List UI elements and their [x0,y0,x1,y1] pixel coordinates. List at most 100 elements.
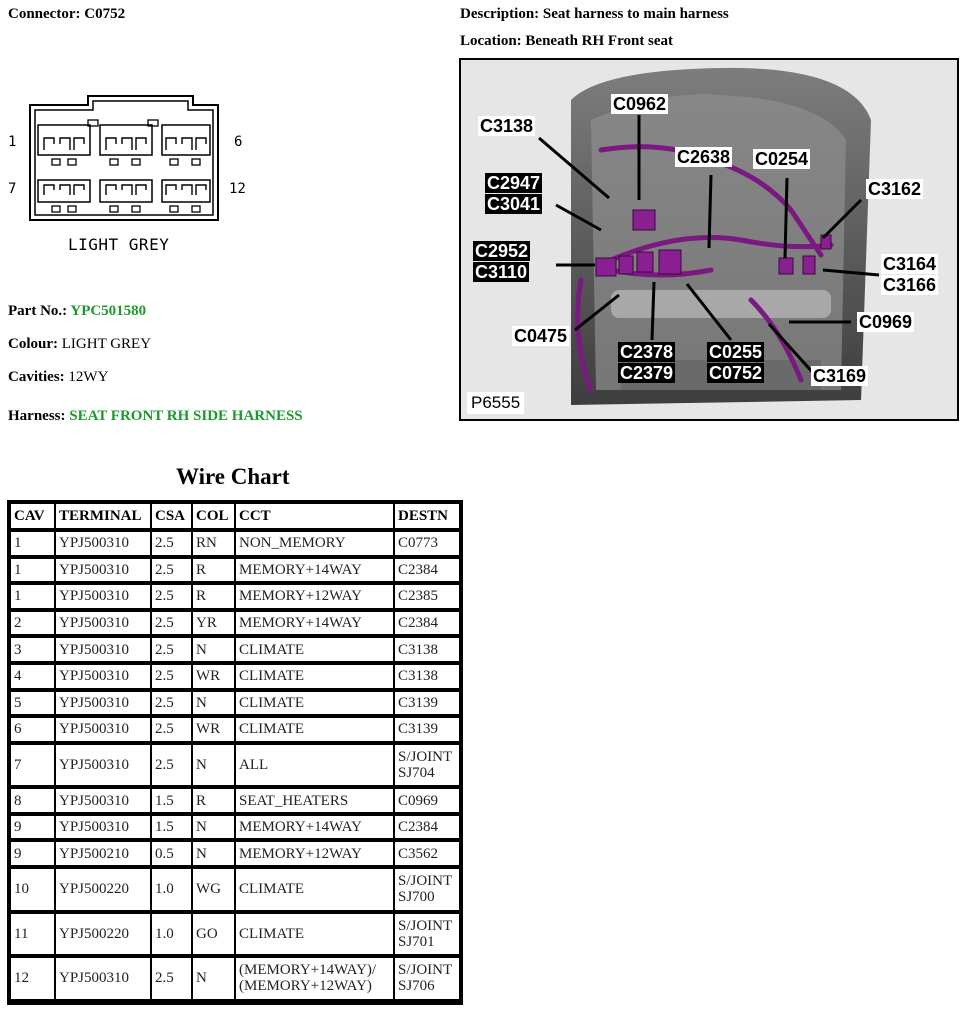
cell-cct: CLIMATE [235,637,394,664]
callout-c2638: C2638 [675,147,733,167]
description-line: Description: Seat harness to main harnes… [460,6,729,23]
cell-destn: S/JOINT SJ704 [394,743,460,789]
cell-cct: SEAT_HEATERS [235,788,394,815]
cell-cav: 9 [10,814,55,842]
cell-cav: 5 [10,690,55,718]
cell-cav: 9 [10,841,55,869]
callout-c0969: C0969 [857,312,915,332]
location-label: Location: [460,33,522,49]
callout-c0254: C0254 [753,149,811,169]
callout-c3138: C3138 [478,116,536,136]
cell-cct: MEMORY+12WAY [235,584,394,611]
cell-col: N [192,841,235,869]
cell-csa: 1.5 [151,814,192,842]
cell-destn: C0969 [394,788,460,815]
cell-cct: MEMORY+14WAY [235,610,394,638]
cell-cav: 7 [10,743,55,789]
cell-col: WG [192,868,235,913]
cell-cct: MEMORY+12WAY [235,841,394,869]
callout-c2379: C2379 [618,363,676,383]
callout-c3041: C3041 [485,194,543,214]
part-number-label: Part No.: [8,303,68,319]
cell-terminal: YPJ500310 [55,557,151,585]
cell-cav: 6 [10,717,55,744]
cell-destn: S/JOINT SJ701 [394,912,460,958]
cell-destn: C2384 [394,610,460,638]
wire-chart-header-row: CAV TERMINAL CSA COL CCT DESTN [10,503,460,531]
cell-col: WR [192,717,235,744]
cell-cav: 1 [10,584,55,611]
cell-cct: CLIMATE [235,912,394,958]
wire-chart-title: Wire Chart [176,464,290,489]
col-header-csa: CSA [151,503,192,531]
colour-line: Colour: LIGHT GREY [8,336,151,353]
col-header-cct: CCT [235,503,394,531]
cell-terminal: YPJ500310 [55,814,151,842]
connector-colour-caption: LIGHT GREY [68,235,169,254]
cell-destn: C3138 [394,637,460,664]
cell-destn: C3562 [394,841,460,869]
col-header-terminal: TERMINAL [55,503,151,531]
cell-cav: 12 [10,957,55,1002]
cell-cav: 1 [10,557,55,585]
colour-value: LIGHT GREY [61,336,152,352]
cell-col: YR [192,610,235,638]
callout-c3166: C3166 [881,275,939,295]
cell-csa: 1.0 [151,912,192,958]
cell-col: R [192,557,235,585]
cell-cav: 1 [10,531,55,558]
cell-csa: 2.5 [151,584,192,611]
cell-destn: S/JOINT SJ706 [394,957,460,1002]
cell-terminal: YPJ500310 [55,690,151,718]
harness-link[interactable]: SEAT FRONT RH SIDE HARNESS [69,408,303,424]
cell-csa: 2.5 [151,743,192,789]
pin-7-label: 7 [8,181,16,197]
cell-cct: MEMORY+14WAY [235,557,394,585]
cell-csa: 2.5 [151,531,192,558]
callout-c2952: C2952 [473,241,531,261]
cell-csa: 2.5 [151,610,192,638]
description-label: Description: [460,6,540,22]
cell-csa: 2.5 [151,690,192,718]
part-number-link[interactable]: YPC501580 [70,303,147,319]
cell-cav: 3 [10,637,55,664]
pin-6-label: 6 [234,134,242,150]
cell-cct: CLIMATE [235,663,394,691]
cell-terminal: YPJ500310 [55,637,151,664]
cell-cct: (MEMORY+14WAY)/ (MEMORY+12WAY) [235,957,394,1002]
seat-location-photo: C3138 C0962 C2638 C0254 C3162 C2947 C304… [459,58,959,421]
cell-csa: 1.5 [151,788,192,815]
cell-csa: 2.5 [151,663,192,691]
connector-label: Connector: [8,6,81,22]
cell-terminal: YPJ500210 [55,841,151,869]
cell-col: R [192,584,235,611]
cell-destn: C3138 [394,663,460,691]
cell-terminal: YPJ500310 [55,584,151,611]
cell-destn: C3139 [394,717,460,744]
cell-col: N [192,814,235,842]
col-header-col: COL [192,503,235,531]
cell-csa: 2.5 [151,957,192,1002]
cell-cct: NON_MEMORY [235,531,394,558]
callout-c0475: C0475 [512,326,570,346]
cavities-line: Cavities: 12WY [8,369,108,386]
cell-terminal: YPJ500310 [55,957,151,1002]
callout-c3169: C3169 [811,366,869,386]
cell-cct: MEMORY+14WAY [235,814,394,842]
cell-col: N [192,957,235,1002]
cell-csa: 2.5 [151,637,192,664]
pin-12-label: 12 [229,181,246,197]
cell-cav: 11 [10,912,55,958]
cell-terminal: YPJ500310 [55,663,151,691]
